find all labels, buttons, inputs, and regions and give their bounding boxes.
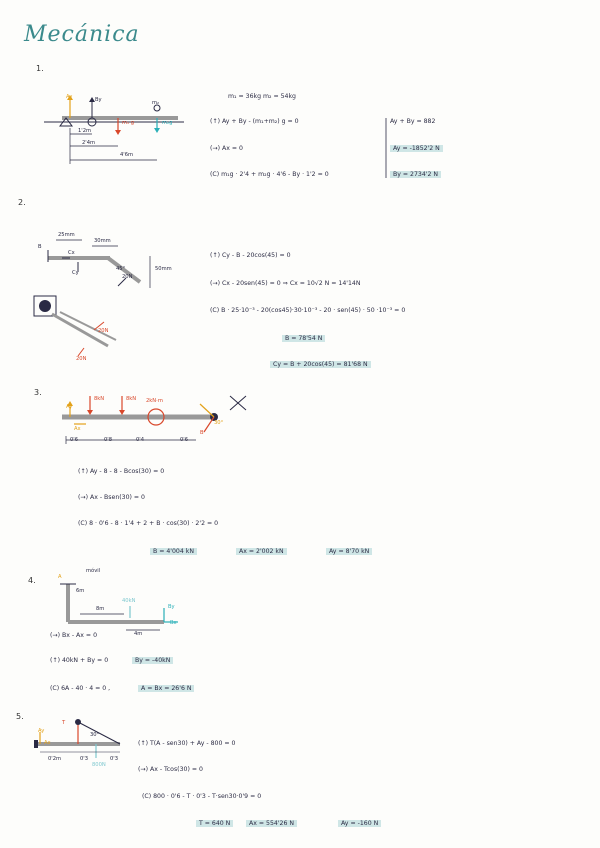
p4-number: 4.	[28, 576, 36, 585]
p3-number: 3.	[34, 388, 42, 397]
p2-label-20n: 20N	[122, 274, 133, 280]
p1-result3: By = 2734'2 N	[390, 171, 442, 178]
p3-label-ay: Ay	[66, 404, 73, 410]
p2-label-b: B	[38, 244, 42, 250]
p4-eq3: (C) 6A - 40 · 4 = 0 ,	[50, 685, 111, 692]
p5-dim-1: 0'2m	[48, 756, 62, 762]
p2-label-20n-c: 20N	[76, 356, 87, 362]
p4-label-a: A	[58, 574, 62, 580]
p3-label-f1: 8kN	[94, 396, 105, 402]
p4-dim-8: 8m	[96, 606, 105, 612]
p5-result1: T = 640 N	[196, 820, 234, 827]
p1-result2: Ay = -1852'2 N	[390, 145, 443, 152]
p4-result1: By = -40kN	[132, 657, 174, 664]
p2-eq2: (→) Cx - 20sen(45) = 0 ⇒ Cx = 10√2 N = 1…	[210, 280, 361, 287]
p3-diagram	[62, 395, 247, 444]
p2-dim-50: 50mm	[155, 266, 172, 272]
p4-label-bx: Bx	[170, 620, 177, 626]
p3-label-moment: 2kN·m	[146, 398, 163, 404]
p5-label-ay: Ay	[38, 728, 45, 734]
p5-diagram	[34, 719, 121, 758]
p1-diagram	[44, 95, 387, 178]
p2-eq3: (C) B · 25·10⁻³ - 20(cos45)·30·10⁻³ - 20…	[210, 307, 406, 314]
p3-result1: B = 4'004 kN	[150, 548, 197, 555]
p3-dim-1: 0'6	[70, 437, 79, 443]
p1-masses: m₁ = 36kg m₂ = 54kg	[228, 93, 296, 100]
p5-result3: Ay = -160 N	[338, 820, 382, 827]
p1-label-m2: m₂	[152, 100, 160, 106]
p2-label-cx: Cx	[68, 250, 75, 256]
p3-eq1: (↑) Ay - 8 - 8 - Bcos(30) = 0	[78, 468, 165, 475]
p5-dim-3: 0'3	[110, 756, 119, 762]
p5-label-ax: Ax	[44, 740, 51, 746]
p2-eq1: (↑) Cy - B - 20cos(45) = 0	[210, 252, 291, 259]
p3-result3: Ay = 8'70 kN	[326, 548, 373, 555]
p5-eq3: (C) 800 · 0'6 - T · 0'3 - T·sen30·0'9 = …	[142, 793, 262, 800]
p2-result2: Cy = B + 20cos(45) = 81'68 N	[270, 361, 371, 368]
p3-eq3: (C) 8 · 0'6 - 8 · 1'4 + 2 + B · cos(30) …	[78, 520, 219, 527]
p4-label-movil: móvil	[86, 568, 101, 574]
p1-number: 1.	[36, 64, 44, 73]
p5-eq1: (↑) T(A - sen30) + Ay - 800 = 0	[138, 740, 236, 747]
p3-result2: Ax = 2'002 kN	[236, 548, 287, 555]
p4-dim-6: 6m	[76, 588, 85, 594]
p5-result2: Ax = 554'26 N	[246, 820, 297, 827]
p5-label-800n: 800N	[92, 762, 106, 768]
p3-label-b: B	[200, 430, 204, 436]
p3-dim-3: 0'4	[136, 437, 145, 443]
p1-label-m1g: m₁ g	[122, 120, 135, 126]
p2-label-cy: Cy	[72, 270, 79, 276]
p3-label-f2: 8kN	[126, 396, 137, 402]
p5-dim-2: 0'3	[80, 756, 89, 762]
p4-label-by: By	[168, 604, 175, 610]
p2-dim-30: 30mm	[94, 238, 111, 244]
p1-dim-1: 1'2m	[78, 128, 92, 134]
p3-label-ax: Ax	[74, 426, 81, 432]
p2-dim-25: 25mm	[58, 232, 75, 238]
p1-label-m2g: m₂g	[162, 120, 173, 126]
p1-eq3: (C) m₁g · 2'4 + m₂g · 4'6 - By · 1'2 = 0	[210, 171, 329, 178]
p4-eq1: (→) Bx - Ax = 0	[50, 632, 98, 639]
p1-label-by: By	[95, 97, 102, 103]
p3-dim-2: 0'8	[104, 437, 113, 443]
p4-eq2: (↑) 40kN + By = 0	[50, 657, 109, 664]
p3-label-30: 30°	[214, 420, 224, 426]
p2-label-45: 45°	[116, 266, 126, 272]
p3-eq2: (→) Ax - Bsen(30) = 0	[78, 494, 145, 501]
p1-eq1: (↑) Ay + By - (m₁+m₂) g = 0	[210, 118, 299, 125]
p4-dim-4: 4m	[134, 631, 143, 637]
p5-label-t: T	[62, 720, 66, 726]
p4-label-40kn: 40kN	[122, 598, 136, 604]
p4-result2: A = Bx = 26'6 N	[138, 685, 195, 692]
p1-eq2: (→) Ax = 0	[210, 145, 243, 152]
p4-diagram	[60, 583, 178, 631]
p1-dim-2: 2'4m	[82, 140, 96, 146]
p2-result1: B = 78'54 N	[282, 335, 326, 342]
p2-number: 2.	[18, 198, 26, 207]
page-title: Mecánica	[24, 22, 140, 47]
p1-dim-3: 4'6m	[120, 152, 134, 158]
p2-diagram	[33, 239, 151, 357]
p5-number: 5.	[16, 712, 24, 721]
p2-label-20n-b: 20N	[98, 328, 109, 334]
p1-result1: Ay + By = 882	[390, 118, 436, 125]
p5-label-30: 30°	[90, 732, 100, 738]
p3-dim-4: 0'6	[180, 437, 189, 443]
p1-label-ay: Ay	[66, 94, 73, 100]
p5-eq2: (→) Ax - Tcos(30) = 0	[138, 766, 203, 773]
